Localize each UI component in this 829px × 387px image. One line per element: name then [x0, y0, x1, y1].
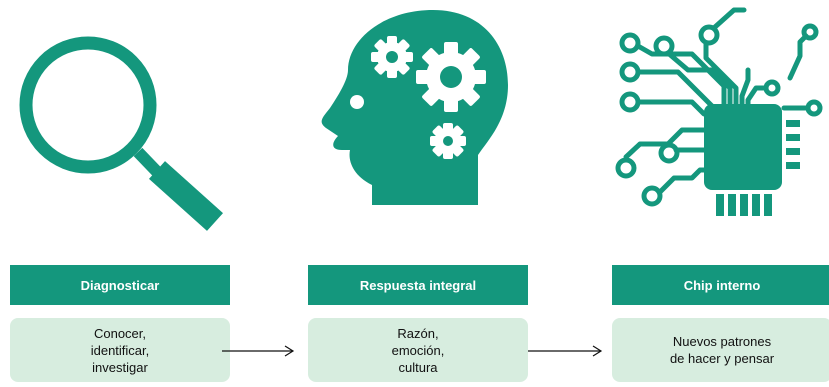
- step-description: Razón, emoción, cultura: [308, 318, 528, 382]
- step-respuesta-integral: Respuesta integral Razón, emoción, cultu…: [308, 0, 528, 387]
- step-chip-interno: Chip interno Nuevos patrones de hacer y …: [612, 0, 829, 387]
- magnifying-glass-icon: [19, 36, 224, 231]
- step-title: Diagnosticar: [10, 265, 230, 305]
- head-with-gears-icon: [321, 10, 508, 205]
- step-description: Conocer, identificar, investigar: [10, 318, 230, 382]
- arrow-right-icon: [528, 345, 603, 357]
- arrow-right-icon: [222, 345, 295, 357]
- circuit-chip-icon: [615, 7, 823, 216]
- step-title: Respuesta integral: [308, 265, 528, 305]
- step-description: Nuevos patrones de hacer y pensar: [612, 318, 829, 382]
- step-diagnosticar: Diagnosticar Conocer, identificar, inves…: [10, 0, 230, 387]
- step-title: Chip interno: [612, 265, 829, 305]
